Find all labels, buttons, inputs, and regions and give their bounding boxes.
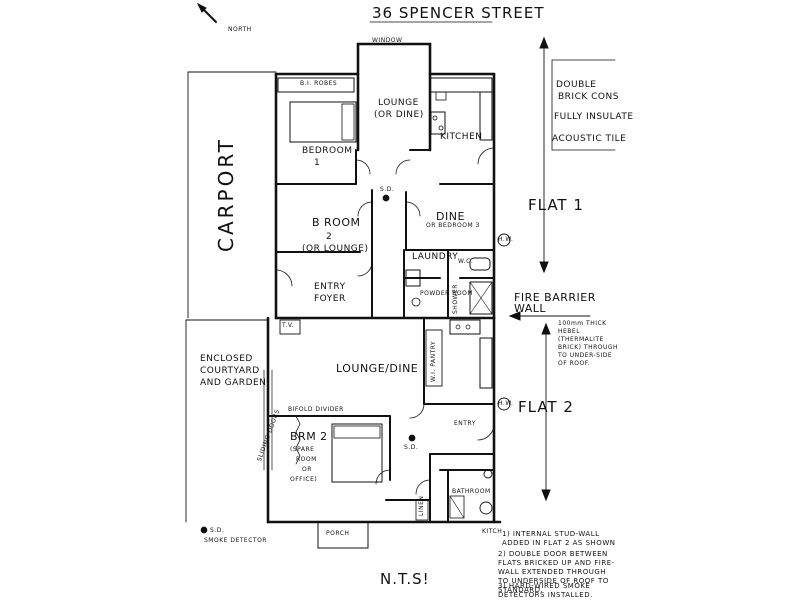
flat2-label: FLAT 2 [518, 398, 574, 416]
hw-bottom-label: H.W. [498, 400, 514, 407]
robes-label: B.I. ROBES [300, 80, 338, 87]
bathroom-label: BATHROOM [452, 488, 491, 495]
fully-insulated-label: FULLY INSULATE [554, 112, 634, 122]
courtyard-label-1: ENCLOSED [200, 354, 253, 364]
flat2-internal-walls [267, 317, 495, 523]
smoke-detector-top: S.D. [380, 186, 395, 193]
lounge-top-sub: (OR DINE) [374, 110, 424, 120]
porch-label: PORCH [326, 530, 350, 537]
flat1-label: FLAT 1 [528, 196, 584, 214]
flat2-walls [266, 316, 502, 524]
smoke-key-desc: SMOKE DETECTOR [204, 537, 267, 544]
powder-label: POWDER ROOM [420, 290, 474, 297]
kitch-label: KITCH [482, 528, 503, 535]
acoustic-tile-label: ACOUSTIC TILE [552, 134, 627, 144]
spare-label-1: (SPARE [290, 446, 315, 453]
bifold-label: BIFOLD DIVIDER [288, 406, 344, 413]
fire-barrier-note: 100mm THICK HEBEL (THERMALITE BRICK) THR… [558, 320, 619, 367]
entry-foyer-label: ENTRY [314, 282, 346, 292]
pantry-label: W.I. PANTRY [430, 340, 437, 382]
note-3: 3) HARD-WIRED SMOKE DETECTORS INSTALLED. [498, 582, 593, 599]
broom2-label: B ROOM [312, 216, 361, 229]
dine-label: DINE [436, 210, 465, 223]
fire-barrier-label: FIRE BARRIER WALL [514, 291, 596, 315]
broom2-number: 2 [326, 232, 333, 242]
lounge-dine-label: LOUNGE/DINE [336, 362, 419, 375]
entry-bottom-label: ENTRY [454, 420, 476, 427]
spare-label-4: OFFICE) [290, 476, 318, 483]
kitchen-label: KITCHEN [440, 132, 483, 142]
hw-top-label: H.W. [498, 236, 514, 243]
linen-label: LINEN [418, 495, 425, 516]
spare-label-2: ROOM [296, 456, 317, 463]
carport-label: CARPORT [214, 136, 238, 252]
street-title: 36 SPENCER STREET [372, 4, 545, 22]
north-arrow-icon [196, 2, 217, 23]
carport-outline [187, 71, 277, 319]
laundry-label: LAUNDRY [412, 252, 459, 262]
north-label: NORTH [228, 26, 252, 33]
lounge-top-label: LOUNGE [378, 98, 419, 108]
note-1: 1) INTERNAL STUD-WALL ADDED IN FLAT 2 AS… [502, 530, 616, 547]
smoke-key-label: S.D. [210, 527, 225, 534]
brm2-label: BRM 2 [290, 430, 328, 443]
note-2: 2) DOUBLE DOOR BETWEEN FLATS BRICKED UP … [498, 550, 615, 594]
broom2-sub: (OR LOUNGE) [302, 244, 369, 254]
bedroom1-label: BEDROOM [302, 146, 353, 156]
dine-sub: OR BEDROOM 3 [426, 222, 480, 229]
tv-label: T.V. [282, 322, 295, 329]
bedroom1-number: 1 [314, 158, 321, 168]
wc-label: W.C. [458, 258, 474, 265]
courtyard-label-2: COURTYARD [200, 366, 260, 376]
smoke-detector-bottom: S.D. [404, 444, 419, 451]
spare-label-3: OR [302, 466, 312, 473]
entry-foyer-sub: FOYER [314, 294, 346, 304]
double-brick-label-2: BRICK CONS [558, 92, 619, 102]
shower-label: SHOWER [452, 284, 459, 314]
window-label: WINDOW [372, 37, 403, 44]
nts-label: N.T.S! [380, 570, 430, 588]
double-brick-label-1: DOUBLE [556, 80, 597, 90]
courtyard-label-3: AND GARDEN [200, 378, 267, 388]
